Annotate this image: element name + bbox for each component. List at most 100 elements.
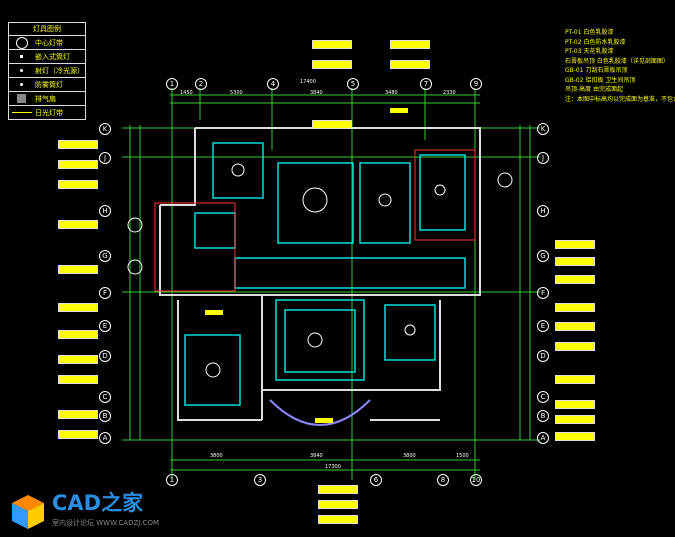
watermark-logo: CAD之家 室内设计论坛 WWW.CADZJ.COM — [8, 491, 159, 533]
watermark-sub: 室内设计论坛 WWW.CADZJ.COM — [52, 519, 159, 527]
axis-bubble: J — [99, 152, 111, 164]
ceiling-tag — [58, 410, 98, 419]
ceiling-tag — [58, 160, 98, 169]
lighting-legend: 灯具图例 中心灯带 嵌入式筒灯 射灯（冷光源） 防雾筒灯 排气扇 日光灯带 — [8, 22, 86, 120]
legend-item: 射灯（冷光源） — [9, 63, 85, 78]
note: 吊顶-高度 由完成面起 — [565, 86, 624, 93]
dimension-total: 17400 — [300, 79, 316, 85]
ceiling-tag — [205, 310, 223, 315]
axis-bubble: 9 — [470, 78, 482, 90]
axis-bubble: G — [99, 250, 111, 262]
axis-bubble: H — [99, 205, 111, 217]
dimension-label: 1450 — [180, 90, 193, 96]
note: GB-02 铝扣板 卫生间吊顶 — [565, 76, 636, 84]
ceiling-tag — [390, 108, 408, 113]
material-notes: PT-01 白色乳胶漆 PT-02 白色防水乳胶漆 PT-03 天花乳胶漆 石膏… — [565, 28, 675, 104]
fluorescent-strip-icon — [12, 112, 32, 113]
spot-light-icon — [20, 69, 23, 72]
axis-bubble: 10 — [470, 474, 482, 486]
ceiling-outlines — [184, 142, 466, 406]
beams — [154, 149, 476, 292]
axis-bubble: B — [99, 410, 111, 422]
legend-item: 嵌入式筒灯 — [9, 49, 85, 64]
axis-bubble: C — [99, 391, 111, 403]
axis-bubble: G — [537, 250, 549, 262]
note: GB-01 刀刮石膏板吊顶 — [565, 67, 628, 74]
dimension-label: 3800 — [403, 453, 416, 459]
note: 石膏板吊顶 白色乳胶漆（详见剖面图） — [565, 57, 669, 65]
ceiling-tag — [555, 322, 595, 331]
axis-bubble: E — [99, 320, 111, 332]
axis-bubble: B — [537, 410, 549, 422]
axis-bubble: D — [537, 350, 549, 362]
ceiling-tag — [555, 240, 595, 249]
ceiling-tag — [58, 220, 98, 229]
dimension-lines — [122, 88, 540, 480]
dimension-label: 3480 — [385, 90, 398, 96]
axis-bubble: K — [99, 123, 111, 135]
axis-bubble: 7 — [420, 78, 432, 90]
axis-bubble: A — [537, 432, 549, 444]
ceiling-tag — [555, 303, 595, 312]
ceiling-tag — [555, 432, 595, 441]
ceiling-tag — [58, 180, 98, 189]
ceiling-tag — [312, 40, 352, 49]
ceiling-tag — [318, 485, 358, 494]
axis-bubble: 1 — [166, 78, 178, 90]
dimension-label: 3840 — [310, 90, 323, 96]
ceiling-tag — [312, 60, 352, 69]
watermark-brand: CAD之家 — [52, 491, 144, 515]
exhaust-fan-icon — [17, 94, 26, 103]
ceiling-tag — [318, 500, 358, 509]
axis-bubble: A — [99, 432, 111, 444]
dimension-label: 3800 — [210, 453, 223, 459]
ceiling-tag — [58, 430, 98, 439]
note: PT-01 白色乳胶漆 — [565, 29, 614, 36]
ceiling-tag — [318, 515, 358, 524]
ceiling-tag — [58, 330, 98, 339]
axis-bubble: F — [537, 287, 549, 299]
axis-bubble: 4 — [267, 78, 279, 90]
ceiling-tag — [58, 265, 98, 274]
axis-bubble: K — [537, 123, 549, 135]
cube-logo-icon — [12, 495, 44, 529]
axis-bubble: J — [537, 152, 549, 164]
dimension-label: 3840 — [310, 453, 323, 459]
ceiling-tag — [58, 303, 98, 312]
dimension-label: 5300 — [230, 90, 243, 96]
light-fixtures — [127, 163, 513, 378]
axis-bubble: 3 — [254, 474, 266, 486]
ceiling-tag — [312, 120, 352, 129]
ceiling-tag — [555, 400, 595, 409]
axis-bubble: 6 — [370, 474, 382, 486]
ceiling-tag — [555, 375, 595, 384]
ceiling-tag — [555, 257, 595, 266]
ceiling-tag — [555, 275, 595, 284]
ceiling-tag — [390, 40, 430, 49]
walls — [159, 127, 481, 426]
ceiling-tag — [58, 375, 98, 384]
note: 注：本图中标高均以完成面为基准，不包含 — [565, 95, 675, 103]
dimension-label: 2330 — [443, 90, 456, 96]
axis-bubble: C — [537, 391, 549, 403]
ceiling-tag — [315, 418, 333, 423]
ceiling-tag — [555, 415, 595, 424]
dimension-label: 1500 — [456, 453, 469, 459]
ceiling-tag — [390, 60, 430, 69]
axis-bubble: D — [99, 350, 111, 362]
dimension-total: 17300 — [325, 464, 341, 470]
legend-item: 排气扇 — [9, 91, 85, 106]
axis-bubble: 2 — [195, 78, 207, 90]
ceiling-tag — [58, 355, 98, 364]
axis-bubble: 1 — [166, 474, 178, 486]
legend-item: 防雾筒灯 — [9, 77, 85, 92]
ceiling-tag — [58, 140, 98, 149]
recessed-light-icon — [20, 55, 23, 58]
legend-title: 灯具图例 — [33, 25, 61, 33]
note: PT-02 白色防水乳胶漆 — [565, 38, 626, 46]
note: PT-03 天花乳胶漆 — [565, 48, 614, 55]
axis-bubble: F — [99, 287, 111, 299]
legend-item: 日光灯带 — [9, 105, 85, 120]
axis-bubble: H — [537, 205, 549, 217]
